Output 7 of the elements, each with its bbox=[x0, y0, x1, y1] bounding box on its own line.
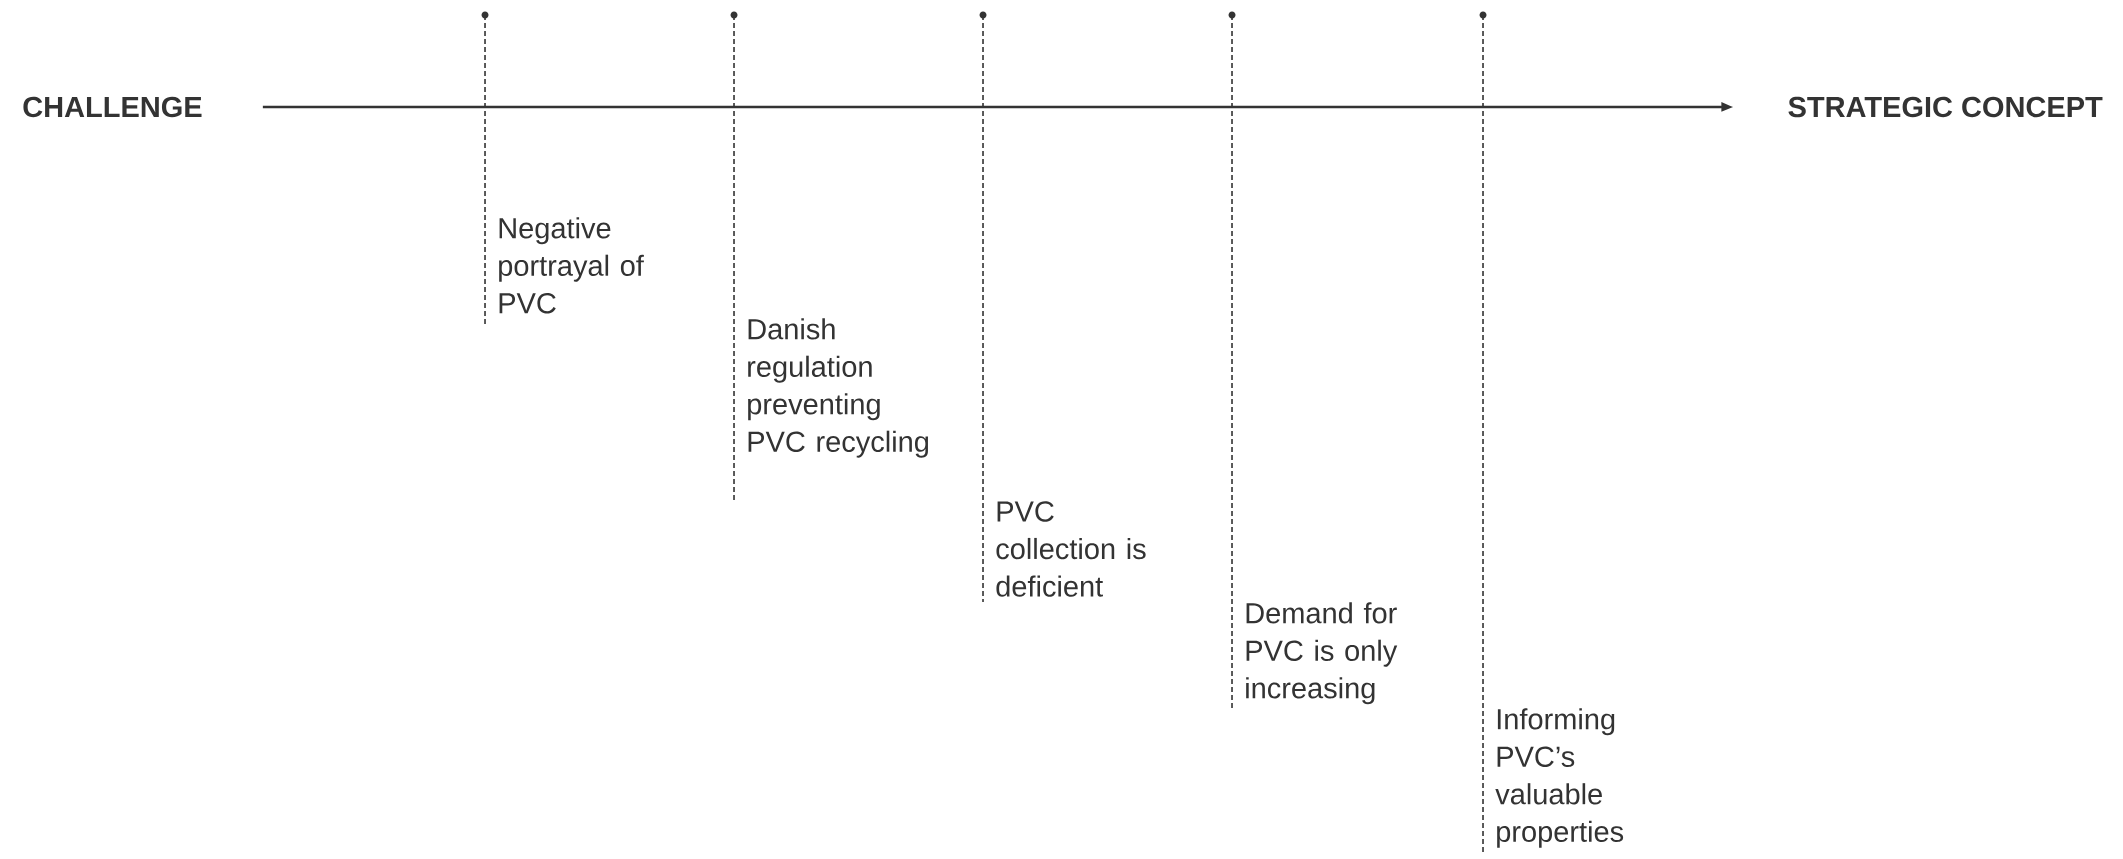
milestone-text: Danish regulation preventing PVC recycling bbox=[748, 318, 929, 458]
milestone-text: PVC collection is deficient bbox=[996, 501, 1146, 597]
heading-text: CHALLENGE bbox=[23, 96, 202, 118]
milestone-text: Demand for PVC is only increasing bbox=[1246, 602, 1398, 705]
milestone-text: Informing PVC’s valuable properties bbox=[1495, 708, 1624, 848]
milestone-text: Negative portrayal of PVC bbox=[499, 217, 644, 314]
heading-text: STRATEGIC CONCEPT bbox=[1788, 96, 2103, 118]
